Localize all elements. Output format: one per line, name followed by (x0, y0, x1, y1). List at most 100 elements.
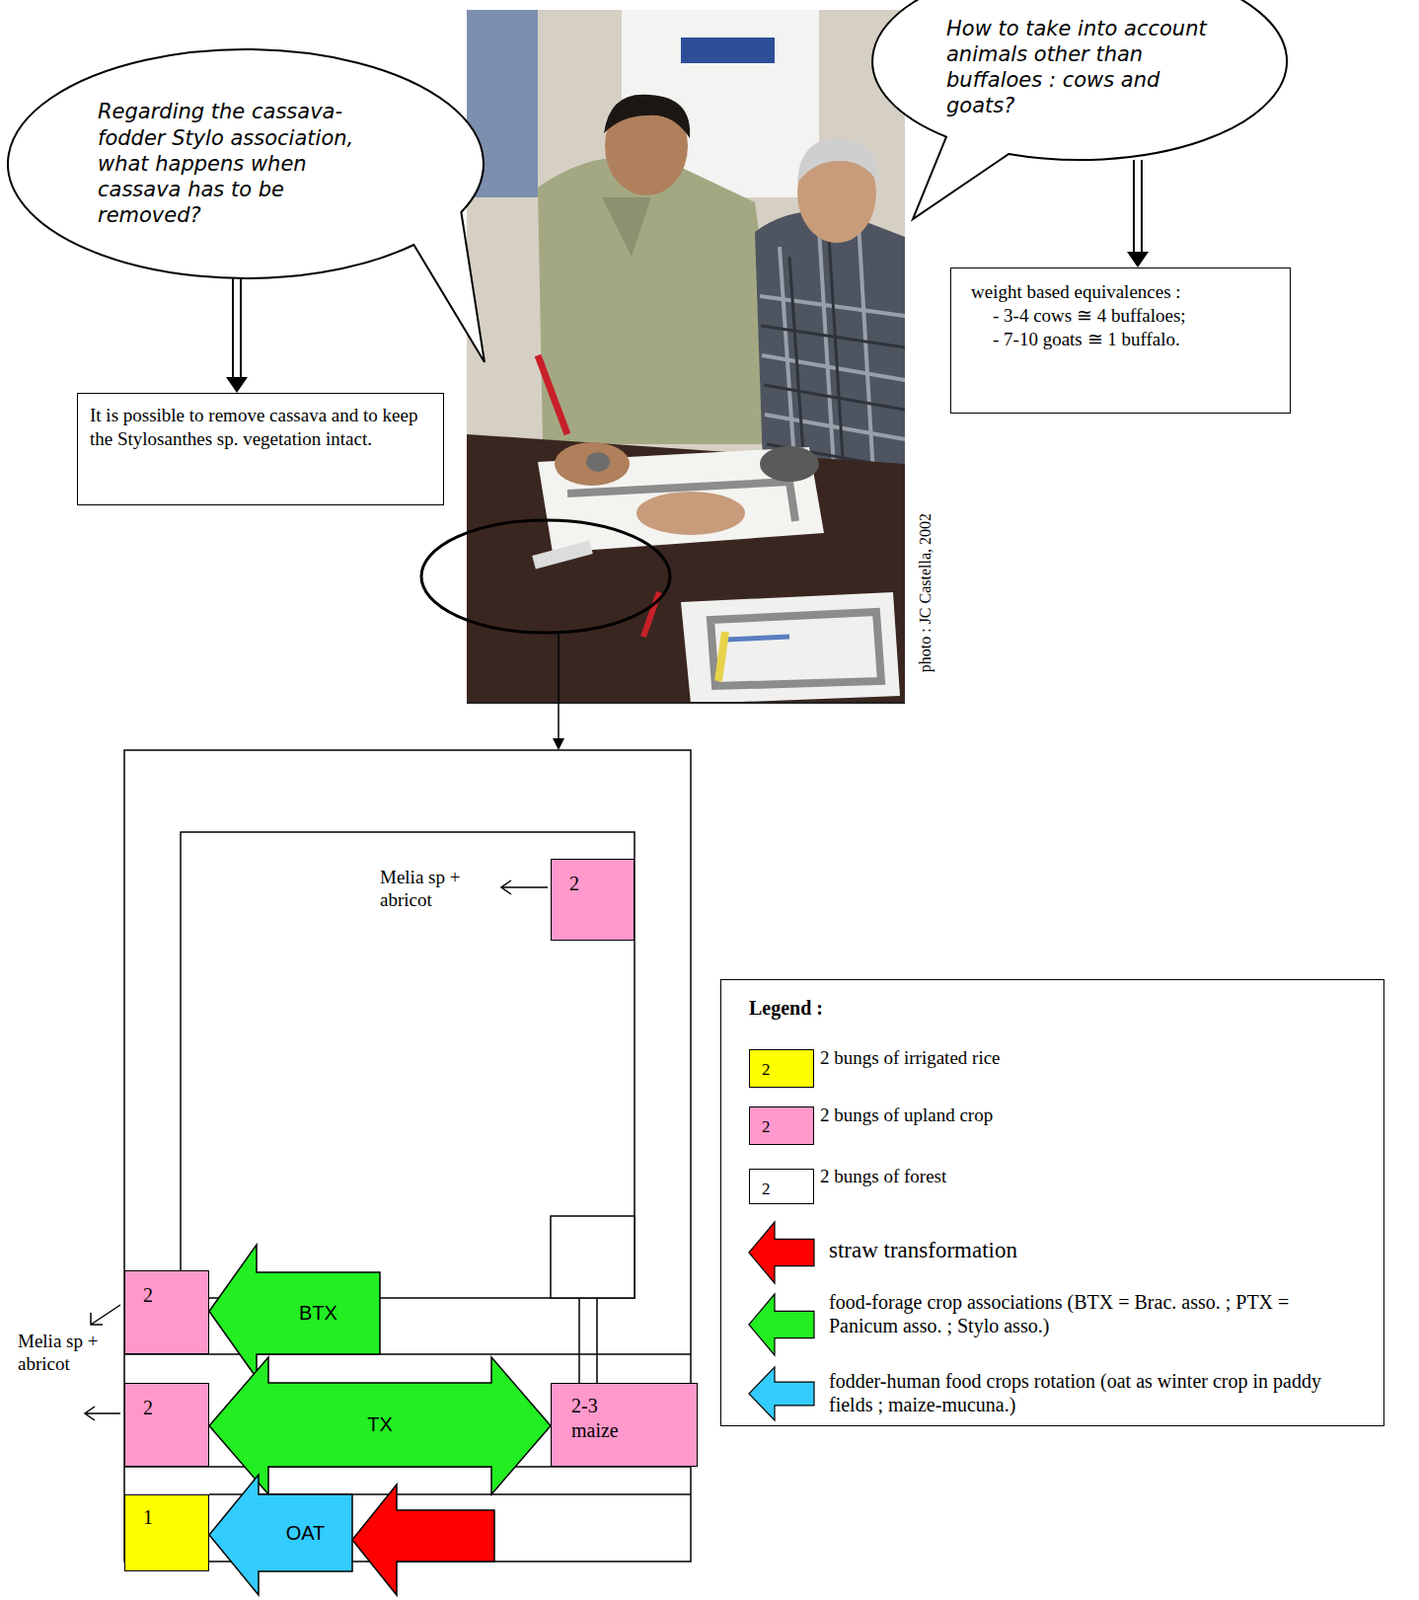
legend-arrow-sample (748, 1366, 815, 1420)
workshop-photo (466, 9, 905, 704)
swatch-number: 2 (761, 1059, 771, 1080)
node-text: BTX (298, 1300, 338, 1326)
text-holder: 2-3 maize (551, 1383, 697, 1453)
forage-association-arrow: TX (209, 1356, 551, 1494)
leader-arrow (84, 880, 548, 1420)
workshop-photo (680, 592, 900, 704)
workshop-photo (466, 9, 905, 704)
workshop-photo (603, 94, 690, 139)
node-text: OAT (286, 1520, 326, 1546)
legend-text: straw transformation (828, 1236, 1362, 1265)
workshop-photo (759, 446, 820, 482)
double-line-arrow (1126, 159, 1149, 268)
legend-swatch: 2 (748, 1168, 815, 1204)
workshop-photo (718, 631, 726, 681)
text-holder: Regarding the cassava-fodder Stylo assoc… (97, 98, 394, 228)
photo-highlight (557, 632, 560, 739)
arrow-head (1126, 251, 1149, 268)
workshop-photo (725, 636, 790, 640)
node-text: 2 (569, 871, 616, 897)
node-text: weight based equivalences : (970, 280, 1270, 304)
speech-bubble-outline (872, 0, 1287, 220)
workshop-photo (586, 451, 610, 472)
text-holder: 2 (125, 1383, 209, 1432)
legend-swatch: 2 (748, 1106, 815, 1145)
block-arrow-outline (209, 1474, 353, 1595)
block-arrow-outline (209, 1474, 353, 1595)
map-frame (578, 1297, 581, 1383)
legend-text: 2 bungs of upland crop (820, 1104, 1362, 1127)
workshop-photo (531, 539, 594, 569)
plot-annotation: Melia sp + abricot (17, 1330, 121, 1376)
workshop-photo (680, 37, 775, 64)
node-text: 2 (143, 1395, 191, 1420)
node-text: 1 (143, 1504, 191, 1530)
workshop-photo (466, 434, 905, 704)
upland-crop-plot: 2 (124, 1382, 210, 1467)
connector-line (1132, 159, 1135, 252)
legend-arrow-sample (748, 1293, 815, 1355)
text-holder: TX (268, 1382, 492, 1467)
leader-arrow (84, 1406, 121, 1420)
connector-line (239, 278, 242, 377)
map-frame (180, 831, 635, 1298)
connector-line (1140, 159, 1143, 252)
text-holder: It is possible to remove cassava and to … (77, 393, 444, 461)
node-text: - 3-4 cows ≅ 4 buffaloes; (970, 303, 1270, 328)
answer-box: It is possible to remove cassava and to … (76, 392, 445, 506)
swatch-number: 2 (761, 1117, 771, 1137)
fodder-rotation-arrow: OAT (209, 1474, 353, 1595)
workshop-photo (636, 491, 746, 535)
legend-text: fodder-human food crops rotation (oat as… (828, 1368, 1362, 1417)
block-arrow-outline (209, 1244, 380, 1378)
legend-text: food-forage crop associations (BTX = Bra… (828, 1289, 1362, 1338)
node-text: TX (367, 1412, 393, 1437)
legend-arrow-sample (748, 1221, 815, 1283)
text-holder: How to take into account animals other t… (946, 15, 1215, 120)
text-holder: 2 (125, 1270, 209, 1320)
photo-highlight (421, 520, 671, 750)
map-frame (124, 749, 691, 1562)
block-arrow-outline (209, 1356, 551, 1494)
legend-box: 2 2 bungs of irrigated rice 2 2 bungs of up… (720, 978, 1385, 1426)
leader-arrow (501, 880, 548, 895)
workshop-photo (710, 611, 882, 686)
double-line-arrow (225, 278, 248, 393)
straw-transformation-arrow (352, 1484, 495, 1595)
legend-text: 2 bungs of forest (820, 1165, 1362, 1189)
workshop-photo (537, 155, 790, 445)
connector-line (231, 278, 234, 377)
arrow-head (225, 376, 248, 393)
text-holder: weight based equivalences :- 3-4 cows ≅ … (951, 268, 1290, 363)
question-bubble: How to take into account animals other t… (872, 0, 1287, 160)
straw-transformation-arrow (352, 1484, 495, 1595)
map-frame (550, 1215, 635, 1298)
speech-bubble-outline (7, 49, 485, 363)
text-holder: OAT (258, 1493, 353, 1571)
text-holder: BTX (256, 1271, 380, 1354)
swatch-number: 2 (761, 1179, 771, 1199)
photo-highlight (552, 738, 565, 750)
question-bubble: Regarding the cassava-fodder Stylo assoc… (7, 49, 484, 279)
workshop-photo (797, 138, 879, 183)
map-frame (124, 1352, 691, 1355)
leader-arrow (90, 1304, 121, 1325)
workshop-photo (537, 355, 568, 435)
text-holder: 2 (551, 859, 634, 908)
legend-arrow-sample (748, 1293, 815, 1355)
map-frame (124, 749, 691, 1562)
photo-credit: photo : JC Castella, 2002 (915, 512, 935, 672)
text-holder: 1 (125, 1494, 209, 1540)
legend-title: Legend : (748, 995, 823, 1020)
node-text: Regarding the cassava-fodder Stylo assoc… (97, 98, 394, 228)
workshop-photo (466, 701, 905, 704)
node-text: - 7-10 goats ≅ 1 buffalo. (970, 327, 1270, 352)
legend-text: 2 bungs of irrigated rice (820, 1046, 1362, 1070)
upland-crop-plot: 2 (550, 858, 635, 941)
node-text: 2 (143, 1282, 191, 1308)
workshop-photo (554, 442, 630, 486)
node-text: 2-3 maize (571, 1393, 633, 1443)
legend-swatch: 2 (748, 1048, 815, 1088)
map-frame (596, 1297, 598, 1383)
plot-annotation: Melia sp + abricot (379, 866, 491, 912)
